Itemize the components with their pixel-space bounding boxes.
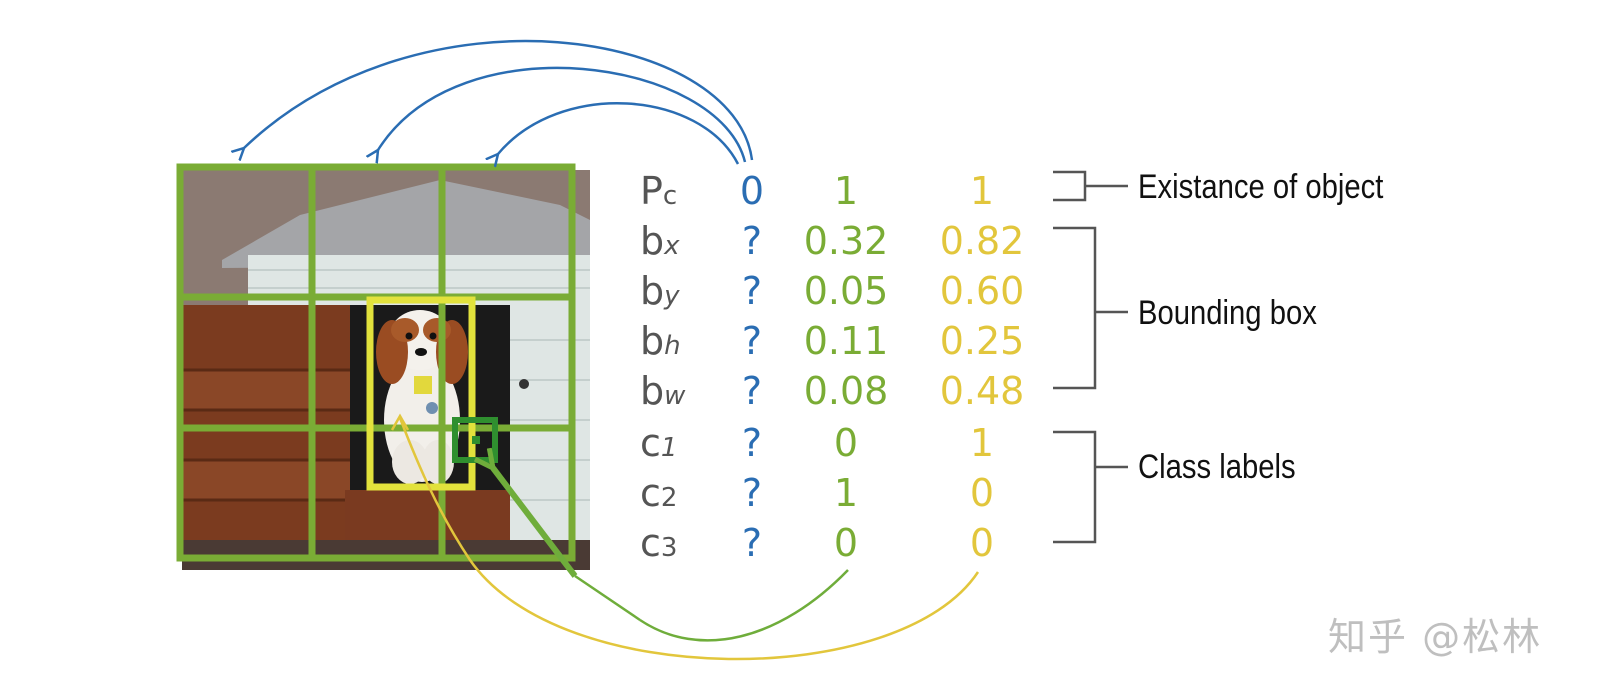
label-c2: c2 [640,471,678,515]
yellow-by: 0.60 [939,269,1025,313]
image-panel [182,170,590,570]
green-c1: 0 [833,421,859,465]
blue-arrow-1 [244,39,754,160]
green-bh: 0.11 [803,319,889,363]
bracket-class [1053,430,1097,544]
yellow-c2: 0 [969,471,995,515]
label-by: by [640,269,680,313]
empty-by: ? [741,269,763,313]
bracket-existence [1053,170,1087,202]
blue-arrow-3 [498,102,740,164]
green-arrow-head [493,468,578,578]
yellow-pc: 1 [969,169,995,213]
bracket-bbox [1053,226,1097,390]
empty-bx: ? [741,219,763,263]
green-arrow-curve [639,569,849,642]
yellow-center-point [414,376,432,394]
label-bw: bw [640,369,686,413]
yellow-bx: 0.82 [939,219,1025,263]
green-bx: 0.32 [803,219,889,263]
annotation-bounding-box: Bounding box [1138,294,1317,332]
annotation-existence: Existance of object [1138,168,1384,206]
grid-border [176,163,576,562]
green-bw: 0.08 [803,369,889,413]
empty-c3: ? [741,521,763,565]
green-c2: 1 [833,471,859,515]
label-bx: bx [640,219,680,263]
green-pc: 1 [833,169,859,213]
blue-arrow-2 [378,66,747,162]
fence [182,305,350,570]
brackets [1053,170,1128,544]
yellow-bounding-box [366,296,476,491]
step [345,490,510,540]
green-by: 0.05 [803,269,889,313]
label-c1: c1 [640,421,678,465]
empty-bh: ? [741,319,763,363]
empty-bw: ? [741,369,763,413]
yellow-arrow-curve [398,417,980,661]
label-c3: c3 [640,521,678,565]
empty-c1: ? [741,421,763,465]
yellow-c3: 0 [969,521,995,565]
label-bh: bh [640,319,681,363]
green-center-point [472,436,480,444]
label-pc: Pc [640,169,678,213]
annotation-class-labels: Class labels [1138,448,1296,486]
empty-c2: ? [741,471,763,515]
green-c3: 0 [833,521,859,565]
empty-pc: 0 [739,169,765,213]
yellow-c1: 1 [969,421,995,465]
yellow-bw: 0.48 [939,369,1025,413]
yellow-bh: 0.25 [939,319,1025,363]
watermark: 知乎 @松林 [1328,615,1543,659]
yellow-arrow-head [390,413,410,431]
